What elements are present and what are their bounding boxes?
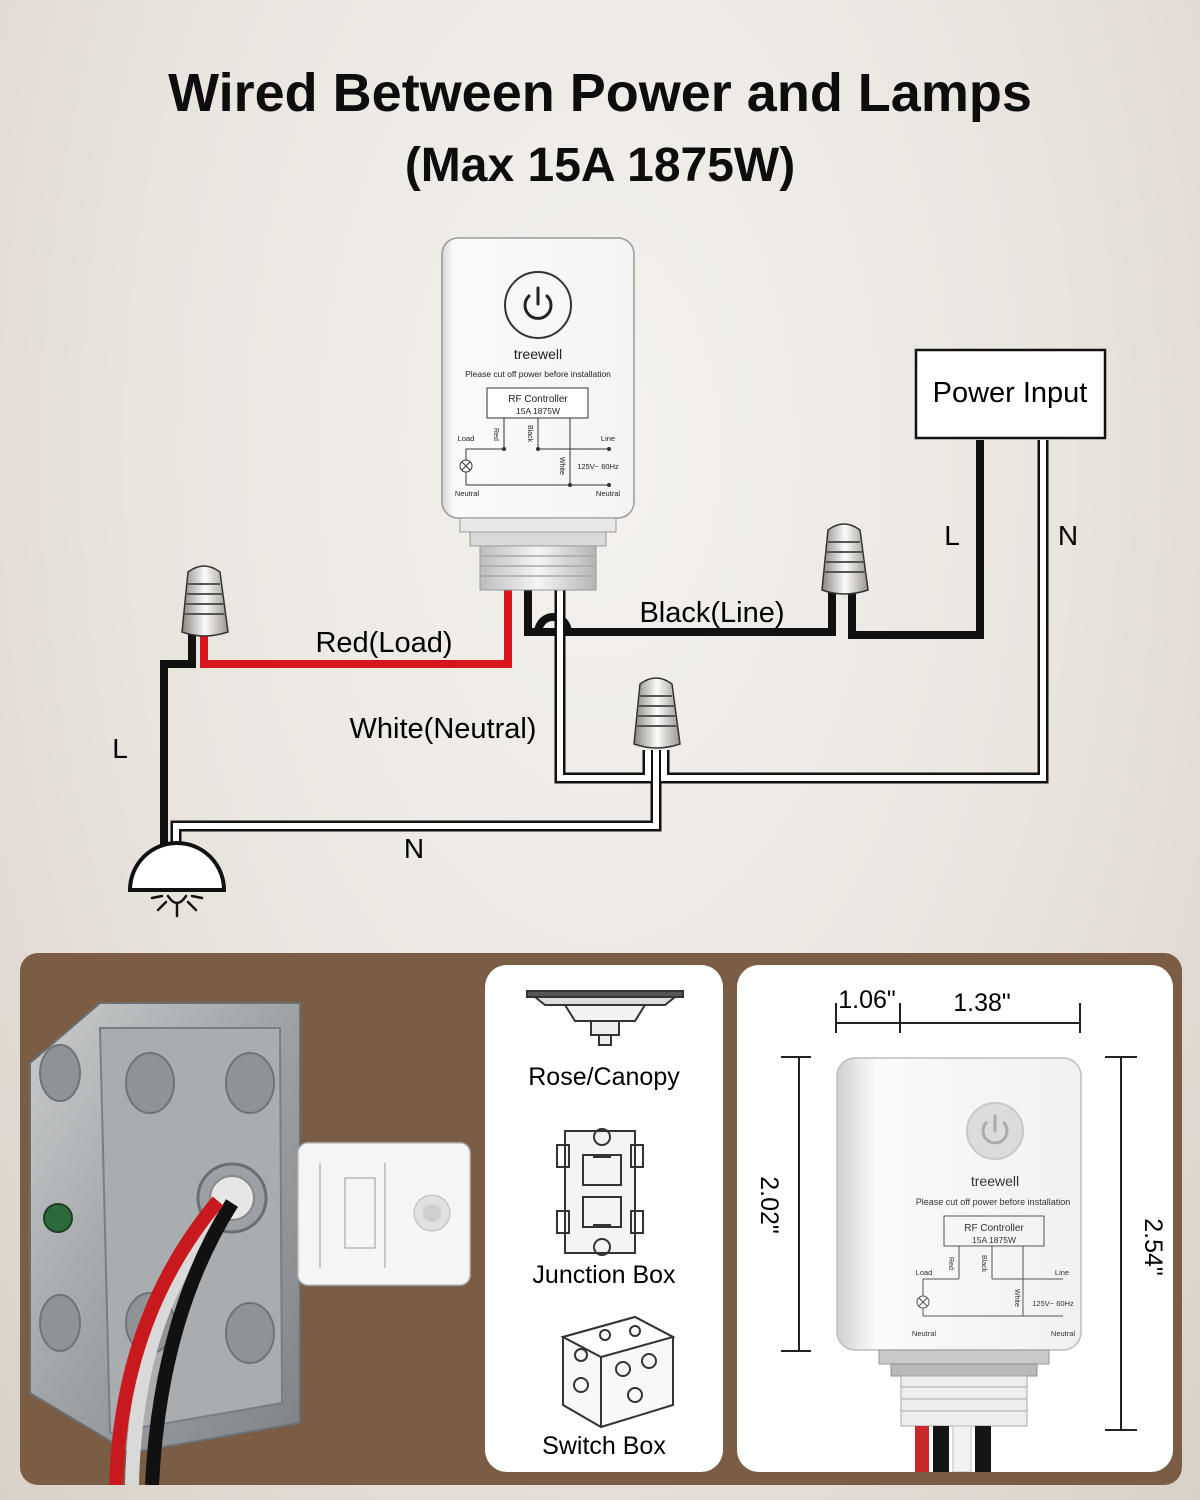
- line-wire-l: [848, 440, 984, 639]
- device-photo-neutral-left: Neutral: [912, 1329, 937, 1338]
- device-photo-line: Line: [1055, 1268, 1069, 1277]
- device-term-line: Line: [601, 434, 615, 443]
- power-input-label: Power Input: [933, 377, 1088, 409]
- device-photo-module: RF Controller: [964, 1223, 1024, 1234]
- device-photo: treewell Please cut off power before ins…: [836, 1057, 1082, 1472]
- device-voltage: 125V~ 60Hz: [577, 462, 619, 471]
- device-photo-white: White: [1013, 1289, 1020, 1307]
- dim-body-height: 2.02": [755, 1176, 783, 1234]
- wire-nut-bottom: [633, 677, 681, 749]
- device-term-red: Red: [492, 428, 499, 441]
- device-photo-rating: 15A 1875W: [972, 1235, 1016, 1245]
- mounting-item-junction: Junction Box: [532, 1261, 676, 1289]
- power-icon: [523, 286, 553, 320]
- label-n-bottom: N: [404, 833, 424, 864]
- black-wire: [524, 590, 836, 636]
- junction-box-icon: [556, 1128, 644, 1256]
- red-wire: [200, 590, 512, 668]
- lamp-wire-l: [160, 632, 196, 850]
- white-wire: [557, 590, 651, 781]
- controller-device: treewell Please cut off power before ins…: [441, 237, 635, 591]
- label-l-right: L: [944, 520, 960, 551]
- device-term-black: Black: [526, 425, 533, 443]
- dim-width: 1.38": [953, 989, 1011, 1017]
- rose-canopy-icon: [526, 990, 684, 1046]
- device-photo-brand: treewell: [971, 1173, 1019, 1189]
- neutral-wire-n: [661, 440, 1046, 781]
- device-term-neutral-left: Neutral: [455, 489, 480, 498]
- device-photo-black: Black: [980, 1255, 987, 1273]
- wire-nut-right: [821, 523, 869, 595]
- mounting-options: Rose/Canopy Junction Box Switch Box: [526, 990, 684, 1460]
- lamp-wire-n: [173, 750, 659, 850]
- device-photo-red: Red: [947, 1257, 954, 1270]
- device-warning: Please cut off power before installation: [465, 369, 611, 379]
- device-term-white: White: [558, 457, 565, 475]
- label-white-neutral: White(Neutral): [350, 713, 537, 745]
- label-red-load: Red(Load): [315, 627, 452, 659]
- device-brand: treewell: [514, 346, 562, 362]
- device-term-load: Load: [458, 434, 475, 443]
- device-photo-voltage: 125V~ 60Hz: [1032, 1299, 1074, 1308]
- label-n-right: N: [1058, 520, 1078, 551]
- power-input-box: [914, 348, 1107, 440]
- device-term-neutral-right: Neutral: [596, 489, 621, 498]
- lamp-icon: [127, 841, 227, 918]
- device-photo-power-icon: [981, 1114, 1009, 1145]
- mounting-item-rose: Rose/Canopy: [528, 1063, 680, 1091]
- switch-box-icon: [560, 1315, 676, 1429]
- dimensions-diagram: 1.06" 1.38" 2.02" 2.54" treewell Please …: [755, 986, 1167, 1472]
- dim-total-height: 2.54": [1139, 1218, 1167, 1276]
- device-module-name: RF Controller: [508, 394, 568, 405]
- mounting-item-switch: Switch Box: [542, 1432, 666, 1460]
- wiring-diagram: Power Input L N Black(Line) Red(Load) Wh…: [112, 237, 1107, 918]
- device-module-rating: 15A 1875W: [516, 406, 560, 416]
- page-subtitle: (Max 15A 1875W): [404, 139, 796, 192]
- label-l-left: L: [112, 733, 128, 764]
- installation-photo: [29, 1002, 471, 1485]
- device-photo-load: Load: [916, 1268, 933, 1277]
- wire-nut-left: [181, 565, 229, 637]
- dim-depth: 1.06": [838, 986, 896, 1014]
- page-title: Wired Between Power and Lamps: [168, 63, 1032, 123]
- device-photo-neutral-right: Neutral: [1051, 1329, 1076, 1338]
- device-photo-warning: Please cut off power before installation: [916, 1197, 1070, 1207]
- label-black-line: Black(Line): [639, 597, 784, 629]
